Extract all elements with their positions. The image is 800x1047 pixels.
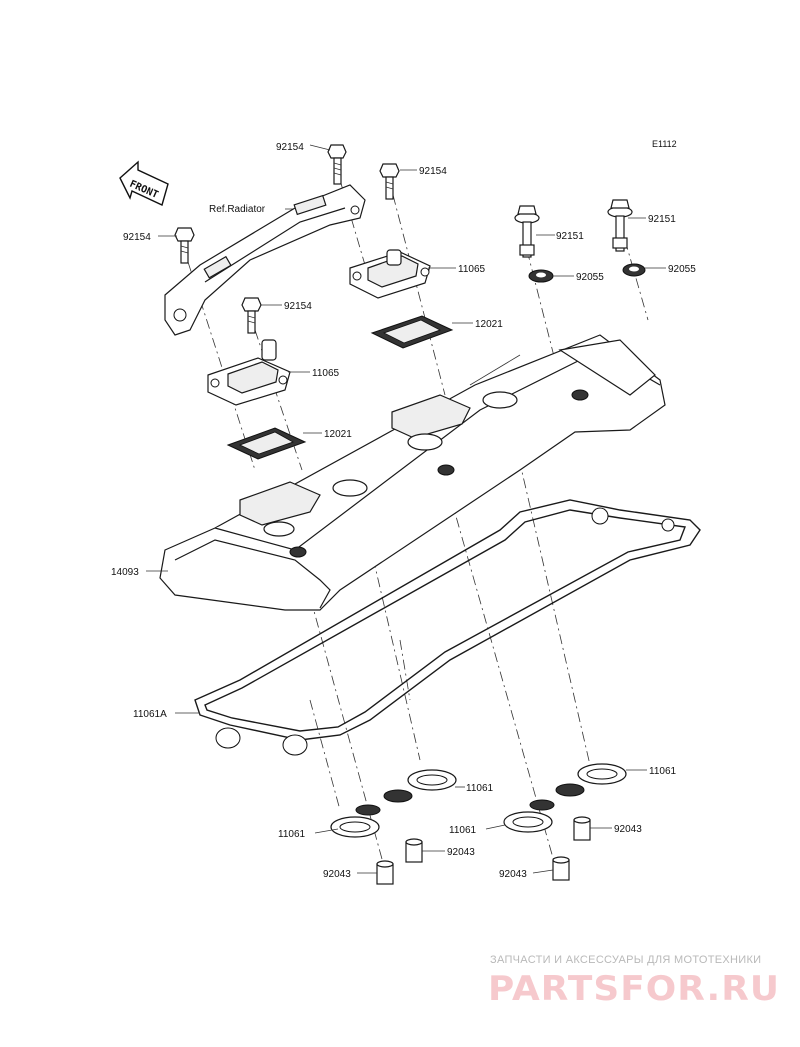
cap-11065-upper	[349, 249, 431, 299]
label-92151-a: 92151	[556, 231, 584, 242]
radiator-bracket	[164, 184, 366, 336]
label-11061-b: 11061	[278, 829, 306, 840]
label-92154-b: 92154	[419, 166, 447, 177]
label-14093: 14093	[111, 567, 139, 578]
watermark: ЗАПЧАСТИ И АКСЕССУАРЫ ДЛЯ МОТОТЕХНИКИ PA…	[488, 954, 780, 1009]
watermark-tagline: ЗАПЧАСТИ И АКСЕССУАРЫ ДЛЯ МОТОТЕХНИКИ	[490, 954, 761, 966]
head-cover-14093	[159, 334, 666, 611]
bolt-92151-a	[514, 205, 540, 258]
label-92043-a: 92043	[614, 824, 642, 835]
seal-clips	[355, 783, 585, 816]
bolt-92154-c	[174, 227, 195, 264]
cap-11065-lower	[207, 339, 291, 406]
seal-11061-a	[407, 769, 457, 791]
collar-92043-d	[552, 856, 570, 881]
label-11061-a: 11061	[466, 783, 494, 794]
seal-11061-b	[330, 816, 380, 838]
bolt-92154-a	[327, 144, 347, 185]
label-11065-a: 11065	[458, 264, 486, 275]
label-12021-a: 12021	[475, 319, 503, 330]
gasket-12021-lower	[226, 427, 307, 460]
label-92154-d: 92154	[284, 301, 312, 312]
gasket-11061a	[194, 499, 701, 756]
leader-lines	[146, 144, 666, 874]
label-11065-b: 11065	[312, 368, 340, 379]
label-92154-a: 92154	[276, 142, 304, 153]
washer-92055-a	[528, 269, 554, 283]
collar-92043-b	[376, 860, 394, 885]
diagram-code: E1112	[652, 139, 677, 149]
label-92151-b: 92151	[648, 214, 676, 225]
collar-92043-a	[405, 838, 423, 863]
bolt-92154-b	[379, 163, 400, 200]
label-92043-c: 92043	[323, 869, 351, 880]
ref-radiator-label: Ref.Radiator	[209, 204, 266, 215]
seal-11061-d	[503, 811, 553, 833]
watermark-logo: PARTSFOR.RU	[488, 969, 780, 1009]
label-92043-b: 92043	[447, 847, 475, 858]
bolt-92154-d	[241, 297, 262, 334]
label-11061a: 11061A	[133, 709, 167, 720]
seal-11061-c	[577, 763, 627, 785]
callout-labels: 92154 92154 92154 92154 92151 92151 9205…	[111, 142, 696, 880]
bolt-92151-b	[607, 199, 633, 252]
label-11061-c: 11061	[649, 766, 677, 777]
front-arrow-icon: FRONT	[119, 160, 169, 206]
label-92043-d: 92043	[499, 869, 527, 880]
label-92055-a: 92055	[576, 272, 604, 283]
label-12021-b: 12021	[324, 429, 352, 440]
gasket-12021-upper	[370, 315, 454, 349]
label-92055-b: 92055	[668, 264, 696, 275]
label-11061-d: 11061	[449, 825, 477, 836]
washer-92055-b	[622, 263, 646, 277]
collar-92043-c	[573, 816, 591, 841]
label-92154-c: 92154	[123, 232, 151, 243]
